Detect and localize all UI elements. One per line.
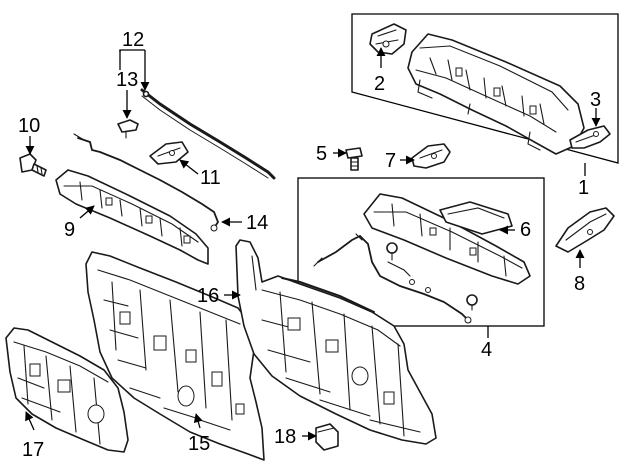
callout-10: 10 (18, 115, 40, 137)
insulator-pad-part (315, 423, 339, 451)
callout-6: 6 (520, 219, 531, 241)
cowl-side-panel-part (555, 207, 615, 253)
callout-3: 3 (590, 89, 601, 111)
callout-16: 16 (197, 285, 219, 307)
leader-line-9 (79, 205, 95, 219)
leader-line-15 (193, 413, 203, 429)
hex-bolt-part (19, 153, 47, 177)
callout-4: 4 (481, 339, 492, 361)
weatherstrip-clip-part (117, 119, 139, 139)
callout-18: 18 (274, 426, 296, 448)
callout-14: 14 (246, 212, 268, 234)
callout-11: 11 (200, 167, 221, 189)
cowl-side-bracket-part (411, 143, 451, 169)
side-insulator-part (5, 327, 129, 453)
cowl-bracket-right-part (569, 125, 611, 149)
cowl-bracket-left-part (369, 23, 407, 55)
callout-13: 13 (116, 69, 138, 91)
leader-line-17 (25, 411, 35, 431)
lower-cowl-panel-part (363, 193, 531, 285)
cowl-seal-part (439, 201, 513, 235)
cowl-assembly-frame (351, 13, 619, 164)
leader-line-11 (179, 159, 199, 175)
cowl-top-panel-part (407, 33, 585, 155)
center-bracket-part (149, 141, 189, 165)
callout-2: 2 (374, 73, 385, 95)
callout-1: 1 (578, 177, 589, 199)
callout-15: 15 (188, 433, 210, 455)
callout-7: 7 (385, 150, 396, 172)
washer-hose-part (313, 233, 472, 324)
hood-weatherstrip-part (140, 88, 276, 180)
panel-clip-part (386, 242, 478, 311)
cowl-vent-panel-part (55, 169, 209, 265)
bolt-part (345, 147, 363, 171)
dash-panel-part (235, 239, 437, 445)
dash-insulator-part (85, 251, 265, 461)
cowl-panel-assembly-frame (297, 177, 545, 327)
callout-8: 8 (574, 273, 585, 295)
callout-9: 9 (64, 219, 75, 241)
callout-12: 12 (122, 29, 144, 51)
callout-5: 5 (316, 143, 327, 165)
release-cable-part (73, 133, 220, 232)
callout-17: 17 (22, 439, 44, 461)
